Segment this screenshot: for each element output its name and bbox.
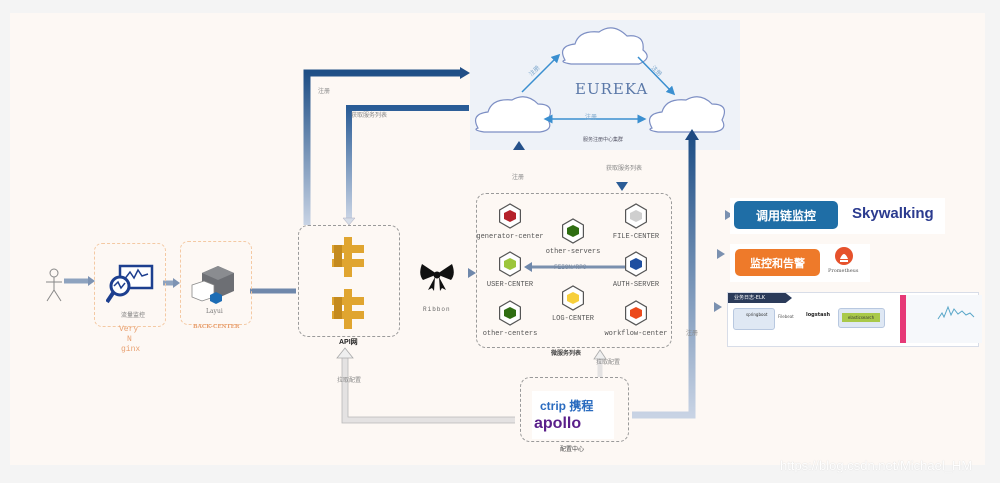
service-label: other-servers bbox=[545, 248, 601, 256]
service-icon-user-center bbox=[499, 251, 522, 277]
springboot-node: springboot bbox=[733, 308, 775, 330]
eureka-caption: 服务注册中心集群 bbox=[583, 137, 624, 143]
gateway-register-arrow bbox=[303, 69, 460, 225]
register-edge-right bbox=[637, 56, 676, 96]
register-edge-left bbox=[521, 53, 561, 93]
service-icon-auth-server bbox=[624, 251, 648, 277]
back-center-box bbox=[180, 241, 252, 325]
traffic-monitor-icon bbox=[106, 264, 154, 304]
apollo-wordmark: apollo bbox=[534, 415, 582, 432]
prometheus-icon bbox=[835, 247, 853, 265]
services-register-label: 注册 bbox=[512, 174, 525, 181]
logstash-label: logstash bbox=[806, 312, 831, 318]
nginx-caption: 流量监控 bbox=[121, 312, 146, 319]
service-icon-generator-center bbox=[499, 203, 522, 229]
prometheus-label: Prometheus bbox=[828, 268, 859, 274]
kibana-screenshot bbox=[900, 295, 982, 343]
service-label: FILE-CENTER bbox=[612, 233, 660, 241]
eureka-clouds bbox=[475, 27, 725, 133]
gateway-register-label: 注册 bbox=[318, 88, 331, 95]
feign-label: FEIGN/RPC bbox=[554, 264, 587, 271]
elasticsearch-node: elasticsearch bbox=[838, 308, 885, 328]
layui-cube-icon bbox=[191, 266, 234, 304]
config-center-box bbox=[520, 377, 629, 442]
alert-button: 监控和告警 bbox=[735, 249, 820, 276]
apollo-logo: ctrip 携程 apollo bbox=[532, 391, 614, 439]
config-register-label: 注册 bbox=[686, 330, 699, 337]
back-center-label: BACK-CENTER bbox=[193, 324, 240, 330]
elk-title: 业务日志-ELK bbox=[728, 293, 792, 303]
cloud-left bbox=[475, 96, 551, 133]
nginx-label-2: N bbox=[127, 335, 132, 344]
eureka-title: EUREKA bbox=[575, 80, 649, 98]
cloud-top bbox=[562, 27, 648, 65]
config-center-label: 配置中心 bbox=[560, 446, 585, 453]
config-pull-label: 拉取配置 bbox=[596, 359, 621, 366]
api-gateway-icon bbox=[332, 237, 364, 329]
service-label: generator-center bbox=[476, 233, 544, 241]
nginx-label-1: Very bbox=[119, 325, 139, 334]
ctrip-logo: ctrip 携程 bbox=[540, 399, 594, 413]
service-label: USER-CENTER bbox=[486, 281, 534, 289]
edge-label-bottom: 注册 bbox=[585, 114, 598, 121]
service-label: workflow-center bbox=[604, 330, 668, 338]
watermark: https://blog.csdn.net/Michael_HM bbox=[780, 458, 973, 473]
service-label: AUTH-SERVER bbox=[612, 281, 660, 289]
services-fetch-label: 获取服务列表 bbox=[606, 165, 643, 172]
gateway-fetch-arrow bbox=[346, 105, 469, 218]
tracing-button: 调用链监控 bbox=[734, 201, 838, 229]
ribbon-bow-icon bbox=[420, 264, 454, 291]
cloud-right bbox=[649, 96, 725, 133]
back-center-caption: Layui bbox=[206, 308, 223, 315]
elk-panel: 业务日志-ELK springboot Filebeat logstash el… bbox=[727, 292, 982, 347]
service-label: other-centers bbox=[482, 330, 538, 338]
gateway-config-label: 拉取配置 bbox=[337, 377, 362, 384]
service-icon-log-center bbox=[561, 285, 585, 311]
gateway-fetch-label: 获取服务列表 bbox=[351, 112, 388, 119]
service-icon-file-center bbox=[624, 203, 648, 229]
skywalking-logo: Skywalking bbox=[852, 205, 934, 222]
ribbon-label: Ribbon bbox=[423, 306, 451, 313]
service-icon-other-centers bbox=[499, 300, 522, 326]
config-gateway-arrow bbox=[342, 357, 515, 423]
user-icon bbox=[46, 268, 62, 302]
service-icon-workflow-center bbox=[624, 300, 648, 326]
nginx-label-3: ginx bbox=[121, 345, 141, 354]
service-label: LOG-CENTER bbox=[551, 315, 594, 323]
nginx-box bbox=[94, 243, 166, 327]
api-gateway-label: API网 bbox=[339, 339, 358, 346]
config-register-arrow bbox=[632, 138, 696, 419]
filebeat-label: Filebeat bbox=[778, 314, 794, 319]
service-icon-other-servers bbox=[561, 218, 585, 244]
microservices-label: 微服务列表 bbox=[551, 350, 582, 357]
api-gateway-box bbox=[298, 225, 400, 337]
microservices-box bbox=[476, 193, 672, 348]
